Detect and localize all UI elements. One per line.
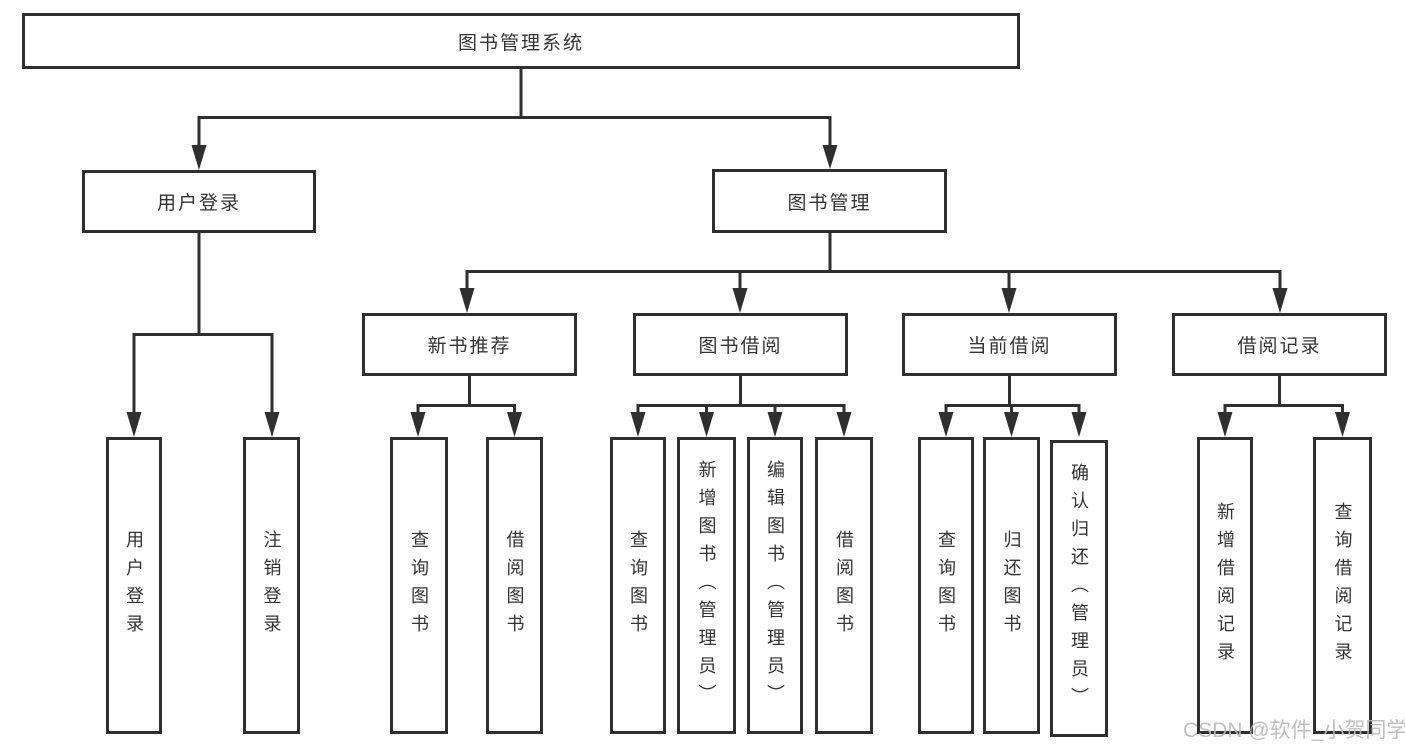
node-borrowing-records: 借阅记录 xyxy=(1172,313,1387,376)
leaf-confirm-return-admin: 确认归还（管理员） xyxy=(1050,440,1108,737)
node-new-book-recommend-label: 新书推荐 xyxy=(427,336,512,357)
leaf-edit-book-admin: 编辑图书（管理员） xyxy=(747,437,803,734)
leaf-query-borrow-record-label: 查询借阅记录 xyxy=(1332,501,1353,670)
leaf-add-borrow-record-label: 新增借阅记录 xyxy=(1215,501,1235,670)
node-book-management-label: 图书管理 xyxy=(787,192,872,214)
leaf-add-book-admin: 新增图书（管理员） xyxy=(677,437,736,734)
node-borrowing-records-label: 借阅记录 xyxy=(1237,336,1322,357)
leaf-logout: 注销登录 xyxy=(243,437,300,734)
leaf-recommend-borrow-book-label: 借阅图书 xyxy=(504,529,525,642)
leaf-borrowing-borrow-book: 借阅图书 xyxy=(815,437,873,734)
leaf-return-book: 归还图书 xyxy=(983,437,1040,734)
leaf-logout-label: 注销登录 xyxy=(261,529,282,642)
leaf-edit-book-admin-label: 编辑图书（管理员） xyxy=(765,459,785,712)
node-user-login-label: 用户登录 xyxy=(156,193,241,214)
leaf-query-borrow-record: 查询借阅记录 xyxy=(1313,437,1372,734)
leaf-recommend-query-book: 查询图书 xyxy=(390,437,448,734)
csdn-watermark: CSDN @软件_小贺同学 xyxy=(1183,719,1405,742)
node-new-book-recommend: 新书推荐 xyxy=(362,313,577,376)
node-book-management-branch: 图书管理 xyxy=(712,169,947,233)
leaf-user-login-label: 用户登录 xyxy=(124,529,144,642)
leaf-add-borrow-record: 新增借阅记录 xyxy=(1197,437,1253,734)
leaf-current-query-book-label: 查询图书 xyxy=(936,529,956,642)
leaf-user-login: 用户登录 xyxy=(106,437,162,734)
node-book-borrowing: 图书借阅 xyxy=(633,313,848,376)
leaf-recommend-query-book-label: 查询图书 xyxy=(409,529,429,642)
node-root-library-system: 图书管理系统 xyxy=(22,13,1020,69)
leaf-borrowing-borrow-book-label: 借阅图书 xyxy=(834,529,854,642)
leaf-borrowing-query-book: 查询图书 xyxy=(610,437,666,734)
leaf-borrowing-query-book-label: 查询图书 xyxy=(628,529,648,642)
leaf-recommend-borrow-book: 借阅图书 xyxy=(486,437,543,734)
leaf-return-book-label: 归还图书 xyxy=(1001,529,1022,642)
node-user-login-branch: 用户登录 xyxy=(82,170,316,233)
leaf-add-book-admin-label: 新增图书（管理员） xyxy=(696,459,717,712)
node-current-borrowing: 当前借阅 xyxy=(902,313,1117,376)
node-book-borrowing-label: 图书借阅 xyxy=(698,336,783,357)
leaf-current-query-book: 查询图书 xyxy=(918,437,974,734)
leaf-confirm-return-admin-label: 确认归还（管理员） xyxy=(1069,462,1089,715)
node-root-label: 图书管理系统 xyxy=(457,32,584,54)
node-current-borrowing-label: 当前借阅 xyxy=(967,336,1052,357)
